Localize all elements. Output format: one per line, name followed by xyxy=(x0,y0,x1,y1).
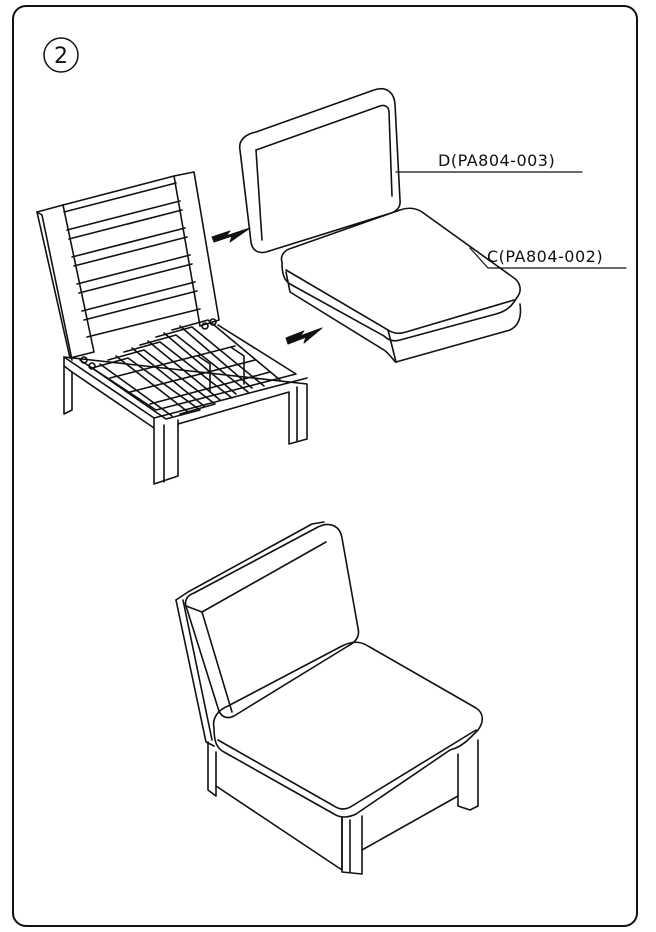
step-number-badge: 2 xyxy=(43,37,79,73)
leader-line-seat xyxy=(469,247,627,269)
step-number: 2 xyxy=(54,44,68,69)
arrow-icon-back xyxy=(211,227,251,243)
part-label-back-cushion: D(PA804-003) xyxy=(438,151,555,170)
back-cushion-part xyxy=(238,88,401,254)
chair-frame xyxy=(36,171,308,485)
assembled-chair xyxy=(175,521,484,875)
part-label-seat-cushion: C(PA804-002) xyxy=(487,247,603,266)
seat-cushion-part xyxy=(280,207,522,364)
page-border xyxy=(12,5,638,927)
arrow-icon-seat xyxy=(285,327,323,345)
